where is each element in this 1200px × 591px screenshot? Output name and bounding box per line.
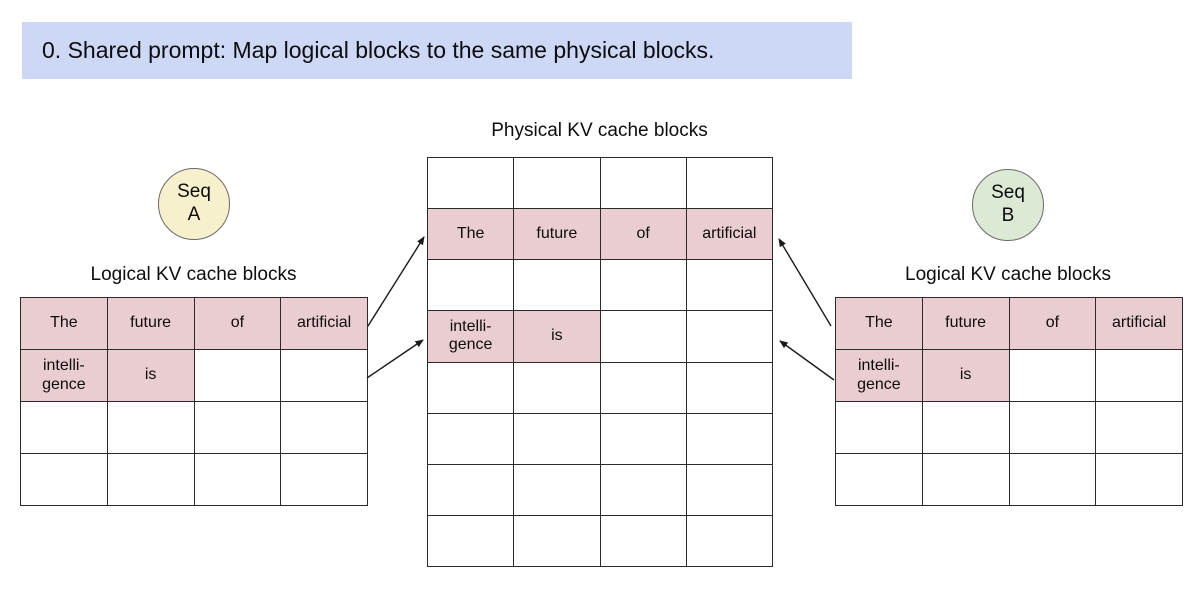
empty-cell — [599, 156, 687, 210]
empty-cell — [1008, 453, 1097, 506]
empty-cell — [599, 310, 687, 363]
token-cell: of — [1008, 297, 1097, 350]
empty-cell — [599, 259, 687, 312]
empty-cell — [835, 401, 923, 454]
token-cell: of — [599, 208, 687, 261]
seq-b-logical-blocks-title: Logical KV cache blocks — [905, 264, 1111, 285]
empty-cell — [835, 453, 923, 506]
empty-cell — [685, 514, 774, 568]
empty-cell — [599, 463, 687, 516]
empty-cell — [1095, 401, 1183, 454]
empty-cell — [513, 463, 601, 516]
token-cell: artificial — [685, 208, 774, 261]
token-cell: is — [921, 349, 1010, 402]
empty-cell — [280, 349, 368, 402]
seq-b-badge-label: Seq B — [991, 182, 1025, 226]
empty-cell — [193, 453, 282, 506]
empty-cell — [426, 463, 515, 516]
table-row — [426, 412, 774, 465]
empty-cell — [513, 259, 601, 312]
empty-cell — [20, 453, 108, 506]
title-banner: 0. Shared prompt: Map logical blocks to … — [22, 22, 852, 79]
empty-cell — [685, 412, 774, 465]
table-row — [426, 259, 774, 312]
token-cell: is — [106, 349, 195, 402]
token-cell: The — [835, 297, 923, 350]
token-cell: is — [513, 310, 601, 363]
seq-a-badge-label: Seq A — [177, 181, 211, 225]
table-row — [835, 401, 1183, 454]
token-cell: intelli- gence — [20, 349, 108, 402]
seq-a-logical-blocks-title: Logical KV cache blocks — [90, 264, 297, 285]
token-cell: future — [921, 297, 1010, 350]
table-row — [20, 453, 368, 506]
empty-cell — [426, 514, 515, 568]
empty-cell — [685, 259, 774, 312]
token-cell: future — [106, 297, 195, 350]
empty-cell — [685, 156, 774, 210]
empty-cell — [513, 156, 601, 210]
empty-cell — [685, 463, 774, 516]
empty-cell — [426, 156, 515, 210]
empty-cell — [685, 310, 774, 363]
empty-cell — [513, 412, 601, 465]
empty-cell — [513, 514, 601, 568]
physical-blocks-title: Physical KV cache blocks — [491, 120, 708, 141]
empty-cell — [280, 453, 368, 506]
table-row — [426, 514, 774, 568]
arrow-seq-b-block0-icon — [778, 238, 832, 327]
empty-cell — [106, 453, 195, 506]
token-cell: of — [193, 297, 282, 350]
empty-cell — [513, 361, 601, 414]
table-row — [835, 453, 1183, 506]
empty-cell — [193, 401, 282, 454]
seq-a-badge: Seq A — [158, 168, 230, 240]
table-row — [426, 361, 774, 414]
empty-cell — [20, 401, 108, 454]
empty-cell — [685, 361, 774, 414]
empty-cell — [426, 259, 515, 312]
token-cell: artificial — [1095, 297, 1183, 350]
empty-cell — [921, 401, 1010, 454]
empty-cell — [280, 401, 368, 454]
table-row — [426, 463, 774, 516]
arrow-seq-b-block1-icon — [779, 340, 835, 381]
empty-cell — [921, 453, 1010, 506]
empty-cell — [1008, 401, 1097, 454]
token-cell: intelli- gence — [835, 349, 923, 402]
token-cell: artificial — [280, 297, 368, 350]
arrow-seq-a-block1-icon — [366, 339, 424, 379]
empty-cell — [1008, 349, 1097, 402]
empty-cell — [426, 361, 515, 414]
empty-cell — [106, 401, 195, 454]
token-cell: future — [513, 208, 601, 261]
title-banner-text: 0. Shared prompt: Map logical blocks to … — [42, 37, 715, 63]
table-row — [426, 156, 774, 210]
table-row — [20, 401, 368, 454]
empty-cell — [599, 412, 687, 465]
empty-cell — [599, 514, 687, 568]
empty-cell — [193, 349, 282, 402]
empty-cell — [1095, 453, 1183, 506]
token-cell: The — [426, 208, 515, 261]
token-cell: intelli- gence — [426, 310, 515, 363]
token-cell: The — [20, 297, 108, 350]
seq-b-badge: Seq B — [972, 169, 1044, 241]
empty-cell — [599, 361, 687, 414]
empty-cell — [426, 412, 515, 465]
empty-cell — [1095, 349, 1183, 402]
arrow-seq-a-block0-icon — [367, 236, 425, 327]
